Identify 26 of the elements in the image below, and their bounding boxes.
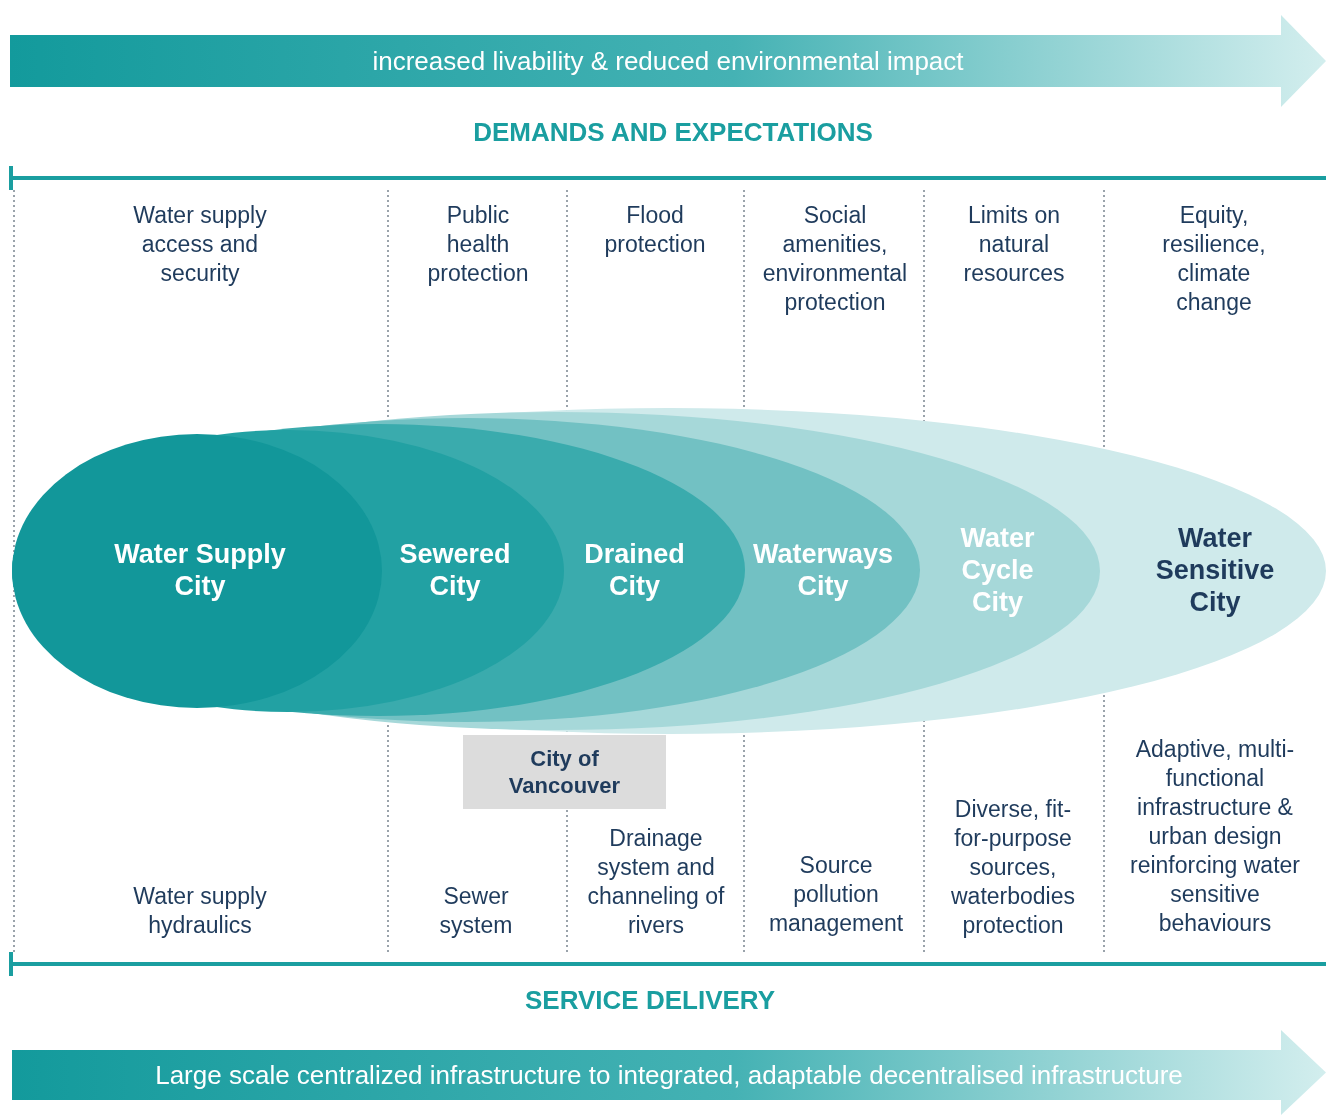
banner-text: Large scale centralized infrastructure to integrated, adaptable decentralised infrastructure <box>155 1060 1183 1090</box>
column-text: Water supply hydraulics <box>132 882 268 940</box>
arrow-banner <box>12 1030 1326 1115</box>
column-text: Drainage system and channeling of rivers <box>586 824 726 940</box>
column-text: Flood protection <box>603 201 707 259</box>
column-text: Water supply access and security <box>132 201 268 288</box>
banner-text: increased livability & reduced environmental impact <box>372 46 964 76</box>
city-stage-label: Water Cycle City <box>959 522 1036 618</box>
city-stage-label: Waterways City <box>751 538 895 602</box>
section-heading: DEMANDS AND EXPECTATIONS <box>472 118 874 147</box>
column-text: Public health protection <box>426 201 530 288</box>
city-stage-label: Drained City <box>583 538 686 602</box>
arrow-banner <box>10 15 1326 107</box>
column-text: Limits on natural resources <box>962 201 1066 288</box>
section-heading: SERVICE DELIVERY <box>524 986 776 1015</box>
column-text: Source pollution management <box>767 851 905 938</box>
city-stage-label: Water Supply City <box>113 538 287 602</box>
column-text: Equity, resilience, climate change <box>1161 201 1267 317</box>
column-text: Diverse, fit-for-purpose sources, waterbodies protection <box>950 795 1076 940</box>
city-ellipse <box>12 434 382 708</box>
column-text: Adaptive, multi-functional infrastructure & urban design reinforcing water sensitive behaviours <box>1129 735 1301 938</box>
city-stage-label: Water Sensitive City <box>1154 522 1276 618</box>
highlight-box: City of Vancouver <box>463 735 666 809</box>
column-text: Sewer system <box>438 882 514 940</box>
city-stage-label: Sewered City <box>398 538 512 602</box>
column-text: Social amenities, environmental protection <box>761 201 909 317</box>
